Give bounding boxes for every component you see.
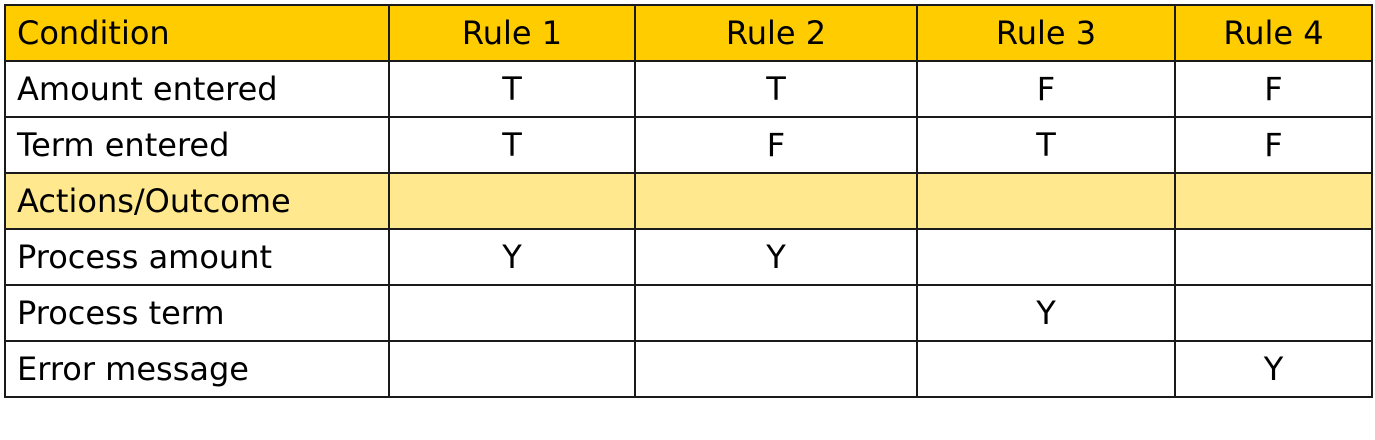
action-value [1174, 228, 1373, 286]
condition-label: Term entered [4, 116, 390, 174]
action-value [634, 340, 918, 398]
condition-row-term-entered: Term entered T F T F [4, 116, 1373, 174]
header-row: Condition Rule 1 Rule 2 Rule 3 Rule 4 [4, 4, 1373, 62]
action-row-process-amount: Process amount Y Y [4, 228, 1373, 286]
action-value: Y [1174, 340, 1373, 398]
condition-value: F [1174, 60, 1373, 118]
section-empty-cell [634, 172, 918, 230]
action-value [634, 284, 918, 342]
action-value [916, 228, 1176, 286]
condition-value: T [916, 116, 1176, 174]
action-label: Process term [4, 284, 390, 342]
section-empty-cell [1174, 172, 1373, 230]
condition-value: T [388, 60, 636, 118]
condition-value: T [634, 60, 918, 118]
header-condition: Condition [4, 4, 390, 62]
action-value [916, 340, 1176, 398]
header-rule-4: Rule 4 [1174, 4, 1373, 62]
section-row-actions: Actions/Outcome [4, 172, 1373, 230]
header-rule-3: Rule 3 [916, 4, 1176, 62]
condition-row-amount-entered: Amount entered T T F F [4, 60, 1373, 118]
action-value: Y [388, 228, 636, 286]
header-rule-1: Rule 1 [388, 4, 636, 62]
section-label: Actions/Outcome [4, 172, 390, 230]
condition-value: F [916, 60, 1176, 118]
action-label: Process amount [4, 228, 390, 286]
condition-label: Amount entered [4, 60, 390, 118]
action-label: Error message [4, 340, 390, 398]
action-value [388, 284, 636, 342]
action-value [1174, 284, 1373, 342]
decision-table: Condition Rule 1 Rule 2 Rule 3 Rule 4 Am… [4, 4, 1373, 398]
condition-value: F [1174, 116, 1373, 174]
header-rule-2: Rule 2 [634, 4, 918, 62]
action-value [388, 340, 636, 398]
action-row-error-message: Error message Y [4, 340, 1373, 398]
action-row-process-term: Process term Y [4, 284, 1373, 342]
condition-value: T [388, 116, 636, 174]
action-value: Y [916, 284, 1176, 342]
section-empty-cell [388, 172, 636, 230]
condition-value: F [634, 116, 918, 174]
action-value: Y [634, 228, 918, 286]
section-empty-cell [916, 172, 1176, 230]
